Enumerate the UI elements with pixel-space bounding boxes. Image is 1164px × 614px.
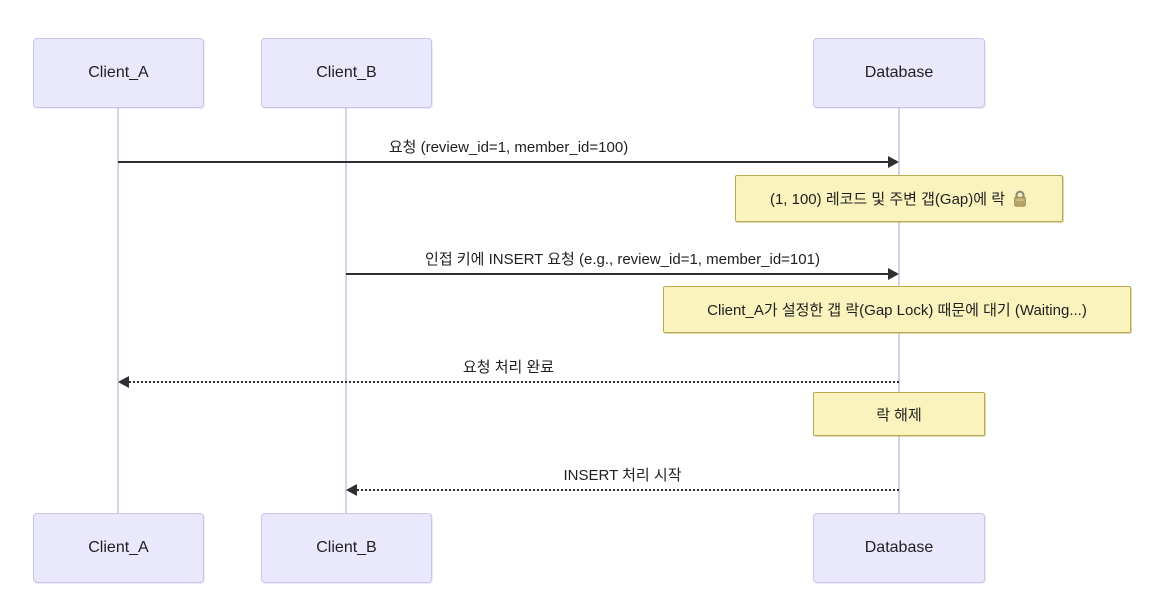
note-gap-lock-waiting: Client_A가 설정한 갭 락(Gap Lock) 때문에 대기 (Wait… (663, 286, 1131, 333)
note-text: (1, 100) 레코드 및 주변 갭(Gap)에 락 (769, 191, 1006, 208)
message-3-line (129, 381, 899, 383)
message-4-line (357, 489, 899, 491)
actor-label: Client_A (88, 539, 149, 556)
message-3-label: 요청 처리 완료 (462, 359, 555, 376)
actor-database-bottom: Database (813, 513, 985, 583)
message-2-label: 인접 키에 INSERT 요청 (e.g., review_id=1, memb… (425, 251, 820, 268)
actor-client-b-bottom: Client_B (261, 513, 432, 583)
actor-client-b-top: Client_B (261, 38, 432, 108)
message-1-arrowhead-icon (888, 156, 899, 168)
note-text: Client_A가 설정한 갭 락(Gap Lock) 때문에 대기 (Wait… (707, 302, 1087, 319)
message-1-label: 요청 (review_id=1, member_id=100) (388, 139, 629, 156)
message-2-arrowhead-icon (888, 268, 899, 280)
note-text: 락 해제 (876, 406, 922, 424)
actor-client-a-bottom: Client_A (33, 513, 204, 583)
lock-icon (1012, 190, 1028, 207)
actor-label: Client_A (88, 64, 149, 81)
actor-client-a-top: Client_A (33, 38, 204, 108)
lifeline-client-b (345, 108, 347, 513)
message-2-line (346, 273, 890, 275)
lifeline-client-a (117, 108, 119, 513)
message-3-arrowhead-icon (118, 376, 129, 388)
actor-database-top: Database (813, 38, 985, 108)
actor-label: Client_B (316, 539, 377, 556)
note-record-gap-lock: (1, 100) 레코드 및 주변 갭(Gap)에 락 (735, 175, 1063, 222)
actor-label: Client_B (316, 64, 377, 81)
message-4-arrowhead-icon (346, 484, 357, 496)
message-1-line (118, 161, 890, 163)
note-lock-release: 락 해제 (813, 392, 985, 436)
actor-label: Database (864, 64, 934, 81)
actor-label: Database (864, 539, 934, 556)
message-4-label: INSERT 처리 시작 (563, 467, 682, 484)
